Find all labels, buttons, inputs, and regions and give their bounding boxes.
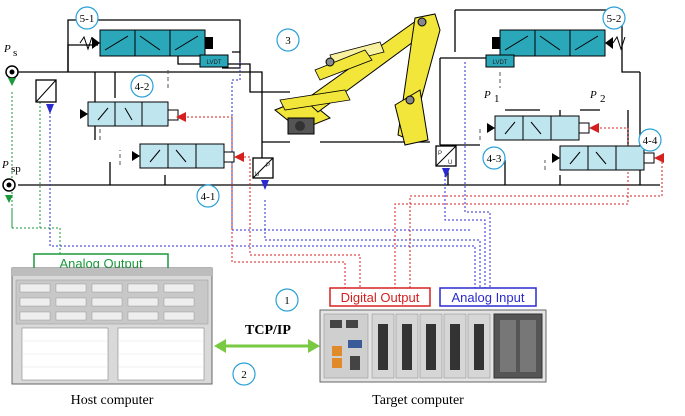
digital-arrow-4-3 xyxy=(589,123,599,133)
tag-5-1 xyxy=(75,6,99,30)
tcp-ip-label: TCP/IP xyxy=(245,323,291,338)
label-ps-sub: s xyxy=(13,47,17,59)
tag-3 xyxy=(276,28,300,52)
analog-input-label: Analog Input xyxy=(451,290,524,305)
label-psp-sub: sp xyxy=(11,163,21,175)
digital-output-label: Digital Output xyxy=(341,290,420,305)
valve-5-2: LVDT xyxy=(485,29,626,68)
tag-4-1-text: 4-1 xyxy=(201,191,216,203)
label-p2-sub: 2 xyxy=(600,93,606,105)
port-ps xyxy=(5,65,19,86)
analog-output-label: Analog Output xyxy=(59,256,143,271)
pressure-sensor-right: P U xyxy=(435,145,457,178)
valve-4-1 xyxy=(132,143,235,169)
analog-input-box xyxy=(439,287,537,307)
digital-arrow-4-2 xyxy=(176,112,186,122)
drain-lines xyxy=(99,70,546,170)
tag-5-2 xyxy=(602,6,626,30)
valve-4-2 xyxy=(80,101,179,127)
excavator-arm xyxy=(274,13,441,146)
tag-1-text: 1 xyxy=(284,295,290,307)
analog-output-signal-lines xyxy=(11,92,61,258)
tcp-ip-link xyxy=(214,339,320,353)
host-computer-screen xyxy=(11,267,213,385)
tag-4-2-text: 4-2 xyxy=(135,81,150,93)
tag-3-text: 3 xyxy=(285,35,291,47)
label-p1: P xyxy=(483,89,491,101)
host-caption: Host computer xyxy=(71,393,154,408)
label-p2: P xyxy=(589,89,597,101)
svg-text:U: U xyxy=(255,172,259,178)
tag-4-3 xyxy=(482,146,506,170)
target-caption: Target computer xyxy=(372,393,464,408)
label-p1-sub: 1 xyxy=(494,93,500,105)
tag-4-2 xyxy=(130,74,154,98)
digital-arrow-4-1 xyxy=(234,152,244,162)
label-ps: P xyxy=(3,43,11,55)
lvdt-left-label: LVDT xyxy=(207,60,222,66)
tag-5-2-text: 5-2 xyxy=(607,13,622,25)
lvdt-right-label: LVDT xyxy=(493,60,508,66)
valve-4-4 xyxy=(552,145,655,171)
port-psp xyxy=(2,178,16,203)
pressure-reducing-valve xyxy=(35,79,57,114)
svg-text:P: P xyxy=(438,151,442,157)
tag-4-1 xyxy=(196,184,220,208)
tag-2 xyxy=(232,362,256,386)
analog-input-signal-lines xyxy=(49,62,491,288)
svg-text:P: P xyxy=(266,163,270,169)
valve-4-3 xyxy=(487,115,590,141)
tag-4-3-text: 4-3 xyxy=(487,153,502,165)
valve-5-1: LVDT xyxy=(79,29,229,68)
tag-1 xyxy=(275,288,299,312)
tag-4-4-text: 4-4 xyxy=(643,135,658,147)
pressure-sensor-left: P U xyxy=(252,157,274,190)
tag-4-4 xyxy=(638,128,662,152)
digital-arrow-4-4 xyxy=(654,153,664,163)
tag-2-text: 2 xyxy=(241,369,247,381)
tag-5-1-text: 5-1 xyxy=(80,13,95,25)
target-computer xyxy=(319,309,547,383)
label-psp: P xyxy=(1,159,9,171)
svg-text:U: U xyxy=(448,160,452,166)
digital-output-box xyxy=(329,287,431,307)
